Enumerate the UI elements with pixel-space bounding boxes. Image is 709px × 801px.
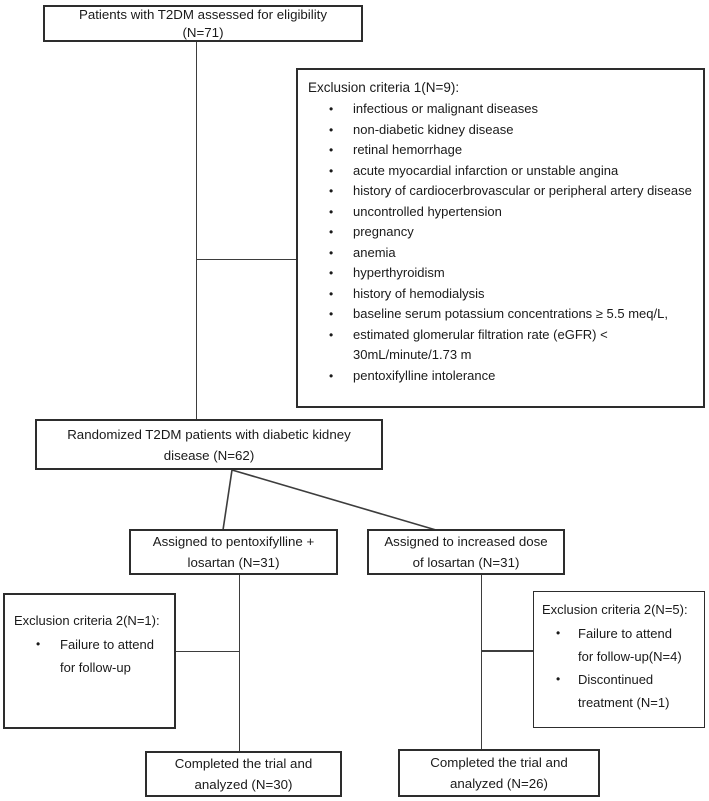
list-item: • pregnancy (308, 222, 697, 243)
list-item-text: Failure to attend for follow-up(N=4) (578, 626, 682, 664)
connector-to-exclusion1 (196, 258, 297, 261)
exclusion-criteria-2-left-title: Exclusion criteria 2(N=1): (14, 613, 160, 628)
list-item-text: acute myocardial infarction or unstable … (353, 162, 619, 178)
list-item: • history of cardiocerbrovascular or per… (308, 181, 697, 202)
list-item-text: hyperthyroidism (353, 265, 445, 280)
list-item-text: non-diabetic kidney disease (353, 121, 514, 137)
list-item-text: pentoxifylline intolerance (353, 367, 496, 383)
exclusion-criteria-2-left-list: • Failure to attend for follow-up (14, 633, 169, 679)
list-item-text: anemia (353, 244, 396, 260)
connector-to-exclusion2-right (481, 650, 534, 652)
list-item-text: Failure to attend for follow-up (60, 637, 154, 675)
connector-assigned-right-to-completed-right (480, 574, 483, 749)
exclusion-criteria-1-title: Exclusion criteria 1(N=9): (308, 80, 460, 95)
list-item-text: uncontrolled hypertension (353, 203, 502, 219)
bullet-icon: • (329, 307, 334, 321)
bullet-icon: • (329, 102, 334, 116)
bullet-icon: • (556, 672, 561, 686)
list-item: • pentoxifylline intolerance (308, 366, 697, 387)
connector-to-exclusion2-left (175, 650, 240, 653)
list-item: • infectious or malignant diseases (308, 99, 697, 120)
randomized-box: Randomized T2DM patients with diabetic k… (35, 419, 383, 470)
connector-eligibility-to-randomized (195, 42, 198, 419)
list-item: • Failure to attend for follow-up(N=4) (542, 622, 700, 668)
assigned-losartan-box: Assigned to increased dose of losartan (… (367, 529, 565, 575)
eligibility-box: Patients with T2DM assessed for eligibil… (43, 5, 363, 42)
list-item-text: history of hemodialysis (353, 285, 485, 301)
bullet-icon: • (36, 637, 41, 651)
list-item-text: retinal hemorrhage (353, 142, 463, 157)
list-item: • anemia (308, 243, 697, 264)
bullet-icon: • (329, 368, 334, 383)
list-item: • history of hemodialysis (308, 284, 697, 305)
bullet-icon: • (329, 163, 334, 178)
completed-left-box: Completed the trial and analyzed (N=30) (145, 751, 342, 797)
bullet-icon: • (329, 225, 334, 239)
exclusion-criteria-2-left-box: Exclusion criteria 2(N=1): • Failure to … (3, 593, 176, 729)
exclusion-criteria-2-right-list: • Failure to attend for follow-up(N=4) •… (542, 622, 700, 714)
list-item-text: pregnancy (353, 224, 414, 239)
list-item: • baseline serum potassium concentration… (308, 304, 697, 325)
list-item-text: baseline serum potassium concentrations … (353, 306, 668, 321)
bullet-icon: • (329, 143, 334, 157)
list-item: • retinal hemorrhage (308, 140, 697, 161)
list-item-text: estimated glomerular filtration rate (eG… (353, 326, 608, 363)
assigned-pentoxifylline-box: Assigned to pentoxifylline + losartan (N… (129, 529, 338, 575)
bullet-icon: • (329, 266, 334, 280)
bullet-icon: • (329, 122, 334, 137)
bullet-icon: • (329, 286, 334, 301)
exclusion-criteria-1-list: • infectious or malignant diseases • non… (308, 99, 697, 386)
completed-right-box: Completed the trial and analyzed (N=26) (398, 749, 600, 797)
list-item-text: Discontinued treatment (N=1) (578, 672, 670, 710)
list-item: • acute myocardial infarction or unstabl… (308, 161, 697, 182)
branch-line-right (231, 469, 437, 531)
branch-line-left (222, 469, 233, 531)
list-item: • hyperthyroidism (308, 263, 697, 284)
list-item-text: history of cardiocerbrovascular or perip… (353, 183, 692, 198)
list-item: • non-diabetic kidney disease (308, 120, 697, 141)
bullet-icon: • (329, 184, 334, 198)
exclusion-criteria-2-right-box: Exclusion criteria 2(N=5): • Failure to … (533, 591, 705, 728)
list-item-text: infectious or malignant diseases (353, 101, 538, 116)
list-item: • uncontrolled hypertension (308, 202, 697, 223)
list-item: • Discontinued treatment (N=1) (542, 668, 700, 714)
exclusion-criteria-2-right-title: Exclusion criteria 2(N=5): (542, 602, 688, 617)
exclusion-criteria-1-box: Exclusion criteria 1(N=9): • infectious … (296, 68, 705, 408)
bullet-icon: • (329, 204, 334, 219)
list-item: • Failure to attend for follow-up (14, 633, 169, 679)
bullet-icon: • (556, 626, 561, 640)
bullet-icon: • (329, 327, 334, 342)
connector-assigned-left-to-completed-left (238, 574, 241, 751)
bullet-icon: • (329, 245, 334, 260)
list-item: • estimated glomerular filtration rate (… (308, 325, 697, 366)
